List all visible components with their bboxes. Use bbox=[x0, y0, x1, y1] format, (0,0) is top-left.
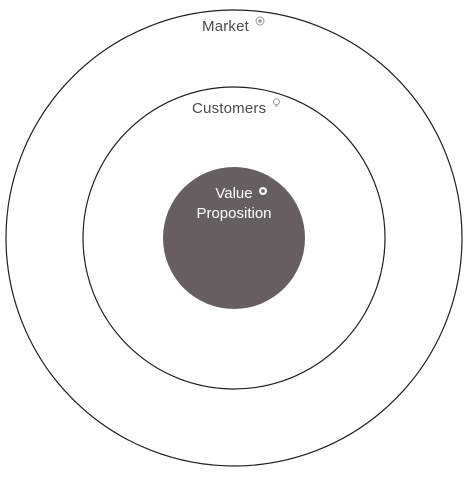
market-ring bbox=[5, 9, 463, 467]
customers-ring bbox=[82, 86, 386, 390]
value-line: Value bbox=[184, 184, 284, 204]
market-label-group: Market bbox=[202, 16, 265, 35]
value-proposition-circle bbox=[163, 167, 305, 309]
circle-dot-icon bbox=[258, 187, 267, 195]
customers-label-group: Customers bbox=[192, 98, 281, 117]
lightbulb-icon bbox=[272, 98, 280, 107]
customers-label: Customers bbox=[192, 100, 267, 117]
target-icon bbox=[255, 16, 265, 26]
market-label: Market bbox=[202, 18, 250, 35]
proposition-text: Proposition bbox=[196, 205, 272, 222]
value-proposition-label: Value Proposition bbox=[184, 184, 284, 224]
value-text: Value bbox=[215, 185, 253, 202]
